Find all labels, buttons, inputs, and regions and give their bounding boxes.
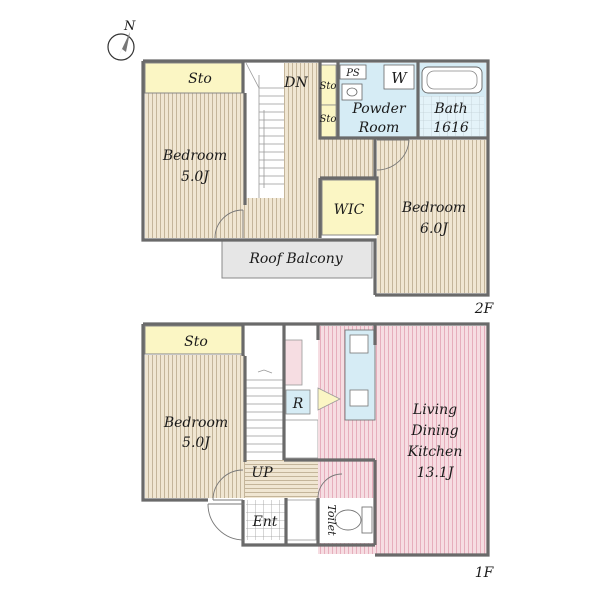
floor-1f: Sto Bedroom 5.0J UP R Ent Toilet Living … (141, 322, 495, 581)
vanity-sink (341, 83, 363, 101)
pantry-1f (283, 339, 303, 386)
doors-2f (214, 139, 410, 239)
powder-room-label-1: Powder (351, 101, 407, 117)
bedroom-left-2f-name: Bedroom (162, 148, 227, 164)
bath-name-label: Bath (433, 101, 467, 117)
doors-1f (207, 469, 343, 541)
washer-label: W (391, 69, 408, 87)
refrigerator-box (285, 389, 311, 415)
bedroom-left-2f-floor (145, 93, 245, 238)
wic-label: WIC (334, 202, 365, 218)
bedroom-right-2f-floor (377, 140, 487, 293)
shoe-cabinet (285, 499, 317, 541)
stair-1f (246, 326, 284, 460)
pipe-shaft-box (339, 64, 367, 80)
washer-box (383, 64, 415, 90)
stair-2f-treads (245, 62, 284, 198)
floor-1f-label: 1F (475, 565, 495, 581)
ldk-label-2: Dining (410, 423, 458, 439)
storage-1f-label: Sto (184, 334, 208, 350)
kitchen-stove-icon (349, 389, 369, 407)
stair-2f (246, 63, 284, 198)
bath-floor-tiles (420, 96, 484, 136)
bedroom-right-2f-size: 6.0J (420, 221, 449, 237)
stair-1f-treads (246, 369, 284, 453)
refrigerator-label: R (292, 396, 304, 412)
stairs-down-label: DN (283, 75, 308, 91)
north-label: N (123, 19, 136, 34)
ldk-label-1: Living (412, 402, 457, 418)
wic-2f (321, 179, 378, 236)
ldk-label-3: Kitchen (407, 444, 463, 460)
floor-2f: Sto Bedroom 5.0J DN Sto Sto PS W Powder … (141, 59, 495, 317)
entrance-floor (246, 500, 286, 540)
north-arrow-tail-icon (122, 32, 130, 52)
toilet-bowl-icon (334, 509, 362, 531)
hallway-2f-mid-floor (320, 138, 375, 178)
entrance-label: Ent (252, 514, 278, 530)
closet-1f (283, 419, 319, 459)
bedroom-1f-size: 5.0J (182, 435, 211, 451)
bath-size-label: 1616 (433, 120, 469, 136)
bathtub-inner (426, 70, 478, 90)
roof-balcony-2f (221, 239, 373, 279)
toilet-tank (361, 506, 373, 534)
sink-bowl-icon (346, 87, 358, 97)
bedroom-left-2f-size: 5.0J (181, 169, 210, 185)
bedroom-right-2f-name: Bedroom (401, 200, 466, 216)
powder-room-label-2: Room (358, 120, 400, 136)
stairs-up-label: UP (251, 465, 273, 481)
roof-balcony-label: Roof Balcony (248, 251, 343, 267)
walls-1f (141, 322, 490, 557)
storage-small-upper-label: Sto (320, 81, 337, 92)
storage-small-lower-label: Sto (320, 114, 337, 125)
storage-left-2f-label: Sto (188, 71, 212, 87)
storage-1f (144, 325, 244, 355)
walls-2f (141, 59, 490, 297)
compass: N (107, 19, 136, 62)
kitchen-floor-marker (317, 387, 341, 411)
bedroom-1f-name: Bedroom (163, 415, 228, 431)
hallway-2f-lower-floor (245, 198, 320, 238)
pipe-shaft-label: PS (345, 68, 360, 79)
kitchen-sink-icon (349, 334, 369, 354)
ldk-size-label: 13.1J (417, 465, 455, 481)
floor-2f-label: 2F (474, 301, 495, 317)
toilet-label: Toilet (325, 504, 338, 536)
compass-circle (107, 33, 135, 61)
storage-left-2f (144, 62, 244, 94)
bathtub-icon (421, 66, 483, 94)
